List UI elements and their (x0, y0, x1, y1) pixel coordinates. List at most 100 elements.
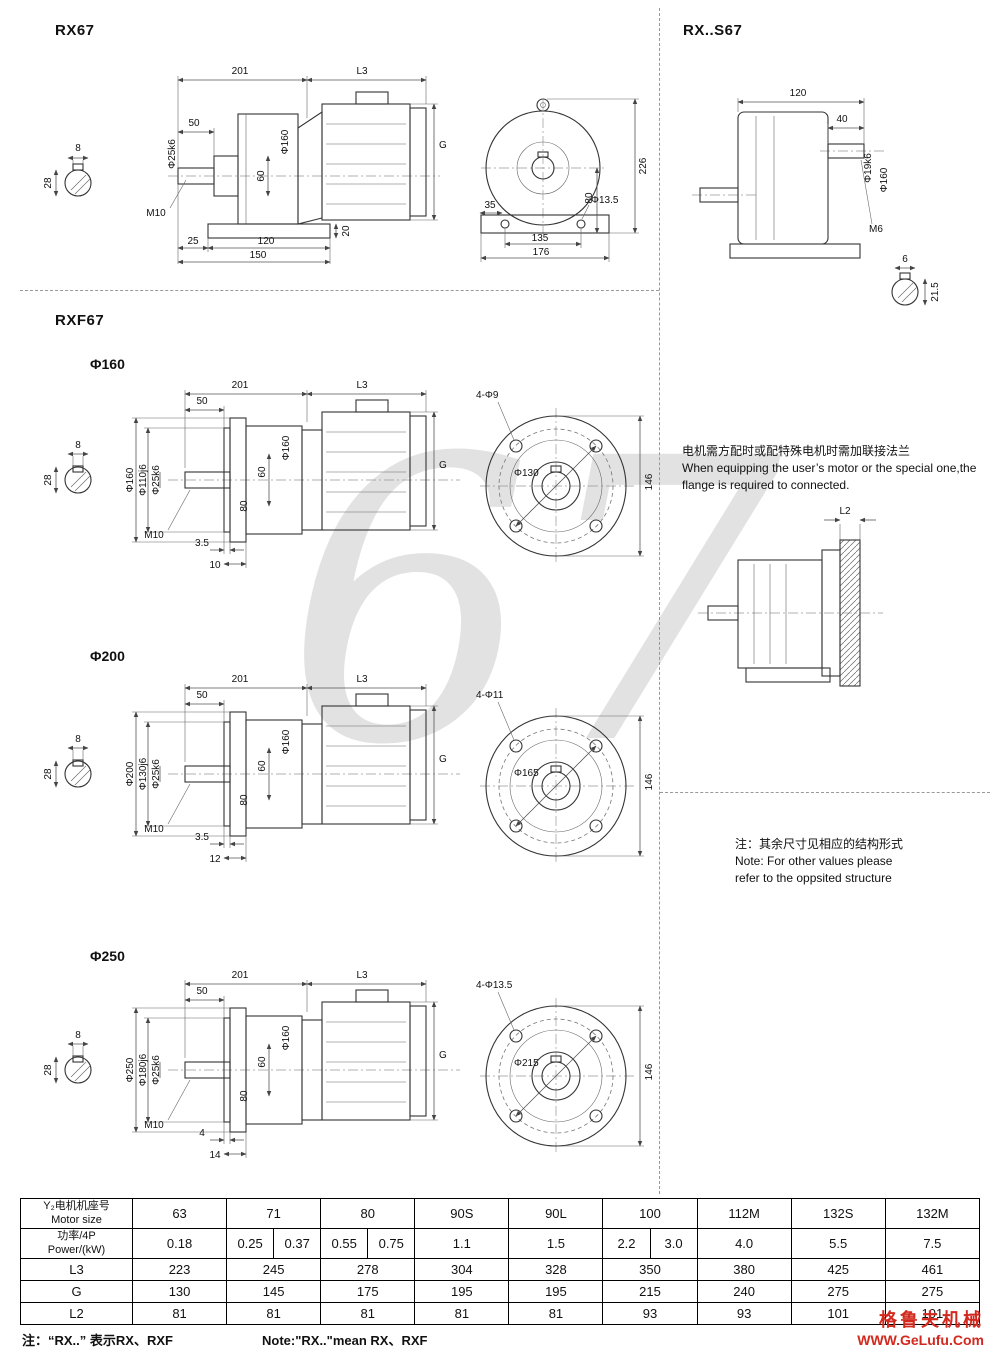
table-cell: 101 (884, 1302, 981, 1325)
flange-note: 电机需方配时或配特殊电机时需加联接法兰 When equipping the u… (682, 443, 990, 493)
table-cell: 130 (131, 1280, 228, 1303)
dim-50: 50 (188, 118, 200, 129)
dim-80: 80 (239, 794, 250, 806)
dim-bolt-holes: 4-Φ13.5 (476, 980, 513, 991)
table-cell: 278 (320, 1258, 416, 1281)
bottom-note-cn: 注：“RX..” 表示RX、RXF (22, 1333, 173, 1348)
power-label-en: Power/(kW) (47, 1243, 106, 1256)
rxs67-title: RX..S67 (683, 22, 743, 39)
table-cell: 245 (226, 1258, 322, 1281)
motor-label-en: Motor size (51, 1213, 102, 1226)
table-cell: 328 (508, 1258, 604, 1281)
dim-35: 35 (484, 200, 496, 211)
dim-146: 146 (644, 473, 655, 490)
table-cell: 1.1 (414, 1228, 510, 1259)
dim-shaft-section: 28 (43, 177, 54, 189)
dim-flange-od: Φ250 (125, 1057, 136, 1082)
table-cell: 93 (696, 1302, 792, 1325)
other-note: 注：其余尺寸见相应的结构形式 Note: For other values pl… (735, 836, 985, 886)
dim-20: 20 (341, 225, 352, 237)
dim-m6: M6 (869, 224, 883, 235)
rx67-front-view: 226 80 35 Φ13.5 135 176 (479, 98, 649, 262)
dim-25: 25 (187, 236, 199, 247)
dim-226: 226 (638, 157, 649, 174)
dim-160: Φ160 (280, 129, 291, 154)
section-separator-right (660, 792, 990, 793)
dim-shaft-dia: Φ19k6 (863, 153, 874, 183)
dim-shaft-dia: Φ25k6 (151, 1055, 162, 1085)
dim-keyway-width: 8 (75, 440, 81, 451)
dim-201: 201 (232, 970, 249, 981)
table-cell: 0.37 (273, 1228, 322, 1259)
variant-title-160: Φ160 (90, 356, 125, 372)
dim-flange-thickness: 3.5 (195, 832, 209, 843)
bottom-note-en: Note:"RX.."mean RX、RXF (262, 1333, 428, 1348)
table-cell: 90S (414, 1198, 510, 1229)
variant-title-250: Φ250 (90, 948, 125, 964)
table-cell: 195 (508, 1280, 604, 1303)
l2-drawing: L2 (698, 506, 883, 687)
table-cell: 425 (790, 1258, 886, 1281)
column-separator (659, 8, 660, 1194)
dim-hole: Φ13.5 (591, 195, 619, 206)
rxf67-flange-view-250: Φ215 4-Φ13.5 146 (476, 980, 655, 1154)
dim-keyway-width: 6 (902, 254, 908, 265)
dim-201: 201 (232, 380, 249, 391)
dim-spigot-length: 14 (209, 1150, 221, 1161)
dim-bolt-circle: Φ165 (514, 768, 539, 779)
dim-bolt-circle: Φ215 (514, 1058, 539, 1069)
flange-note-en: When equipping the user’s motor or the s… (682, 460, 977, 492)
brand-url: WWW.GeLufu.Com (857, 1332, 984, 1348)
table-cell: 90L (508, 1198, 604, 1229)
dim-keyway-width: 8 (75, 143, 81, 154)
rxs67-view: 120 40 Φ19k6 Φ160 M6 6 21.5 (692, 88, 941, 306)
table-row-label: L3 (20, 1258, 133, 1281)
table-cell: 2.2 (602, 1228, 651, 1259)
table-cell: 145 (226, 1280, 322, 1303)
table-cell: 81 (131, 1302, 228, 1325)
dim-80: 80 (239, 500, 250, 512)
table-cell: 223 (131, 1258, 228, 1281)
table-cell: 1.5 (508, 1228, 604, 1259)
rxf67-flange-view-200: Φ165 4-Φ11 146 (476, 690, 655, 864)
table-row-label: G (20, 1280, 133, 1303)
dim-l3: L3 (356, 970, 368, 981)
table-cell: 461 (884, 1258, 981, 1281)
rx67-side-view: 8 28 Φ25k6 201 L3 50 60 Φ160 G M10 25 12… (43, 66, 447, 265)
dim-g: G (439, 140, 447, 151)
table-cell: 5.5 (790, 1228, 886, 1259)
dim-spigot: Φ180j6 (138, 1053, 149, 1086)
dim-160: Φ160 (281, 1025, 292, 1050)
dim-g: G (439, 1050, 447, 1061)
table-cell: 350 (602, 1258, 698, 1281)
dim-120: 120 (790, 88, 807, 99)
dim-146: 146 (644, 1063, 655, 1080)
dim-201: 201 (232, 66, 249, 77)
table-cell: 175 (320, 1280, 416, 1303)
dim-spigot-length: 12 (209, 854, 221, 865)
dim-flange-thickness: 4 (199, 1128, 205, 1139)
other-note-en1: Note: For other values please (735, 853, 893, 868)
dim-keyway-width: 8 (75, 734, 81, 745)
dim-80: 80 (239, 1090, 250, 1102)
table-cell: 71 (226, 1198, 322, 1229)
dim-shaft-section: 28 (43, 474, 54, 486)
table-cell: 81 (226, 1302, 322, 1325)
dim-120: 120 (258, 236, 275, 247)
dim-60: 60 (257, 760, 268, 772)
dim-160: Φ160 (879, 167, 890, 192)
table-cell: 0.55 (320, 1228, 369, 1259)
dim-m10: M10 (144, 824, 164, 835)
dim-shaft-section: 28 (43, 1064, 54, 1076)
table-cell: 93 (602, 1302, 698, 1325)
dim-135: 135 (532, 233, 549, 244)
table-row-power: 功率/4P Power/(kW) 0.18 0.25 0.37 0.55 0.7… (20, 1228, 981, 1259)
dimension-table: Y₂电机机座号 Motor size 63 71 80 90S 90L 100 … (20, 1198, 981, 1325)
rxf67-side-view-160: 8 28 Φ160 Φ110j6 Φ25k6 201 L3 50 60 Φ160… (43, 380, 460, 571)
dim-146: 146 (644, 773, 655, 790)
brand-name: 格鲁夫机械 (879, 1310, 984, 1330)
flange-note-cn: 电机需方配时或配特殊电机时需加联接法兰 (682, 444, 911, 458)
table-cell: 80 (320, 1198, 416, 1229)
table-cell: 0.75 (367, 1228, 416, 1259)
table-row-label: L2 (20, 1302, 133, 1325)
